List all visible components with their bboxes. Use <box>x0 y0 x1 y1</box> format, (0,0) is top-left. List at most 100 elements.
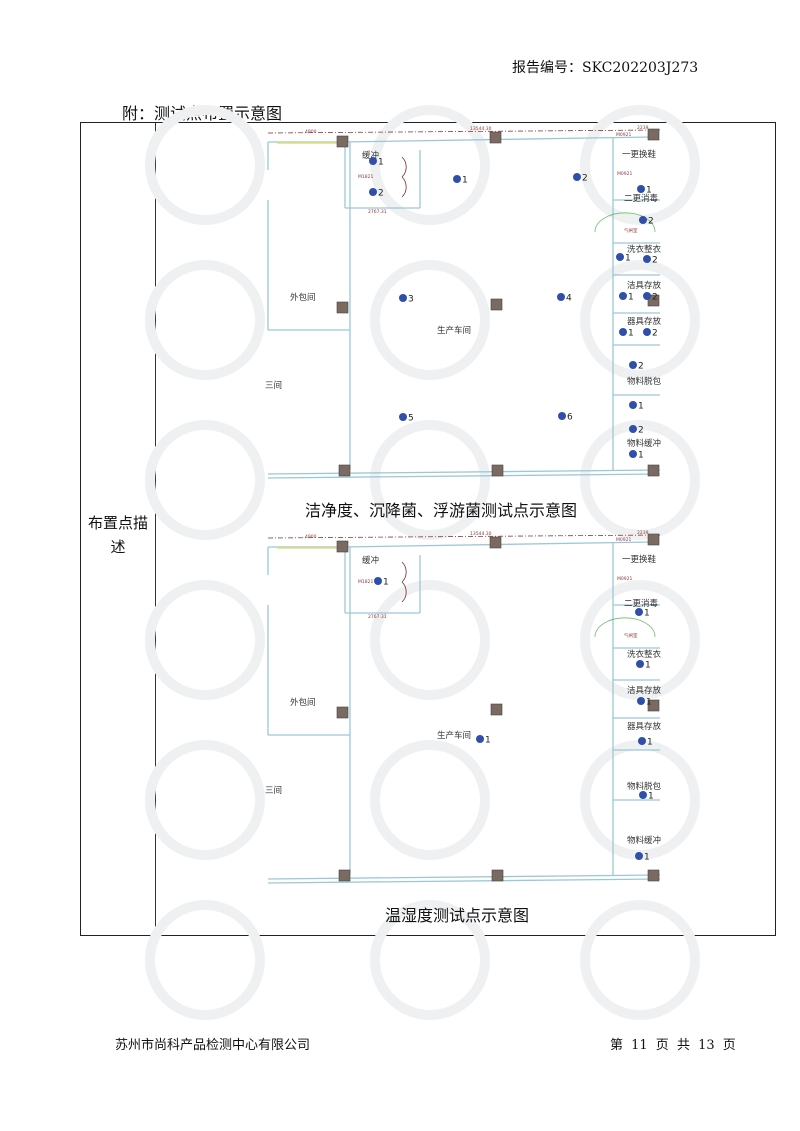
room-label: 生产车间 <box>437 730 471 741</box>
dimension-label: 2239 <box>637 125 649 131</box>
test-point-label: 1 <box>485 736 491 746</box>
test-point <box>637 185 645 193</box>
test-point <box>616 253 624 261</box>
room-label: 物料缓冲 <box>627 438 661 449</box>
dimension-label: M0921 <box>616 537 631 543</box>
room-label: 洁具存放 <box>627 685 662 696</box>
test-point-label: 1 <box>638 402 644 412</box>
dimension-label: 2767.31 <box>368 614 387 620</box>
watermark-logo <box>370 105 490 225</box>
room-label: 物料脱包 <box>627 376 662 387</box>
column <box>336 135 349 148</box>
footer-company: 苏州市尚科产品检测中心有限公司 <box>115 1038 311 1053</box>
test-point-label: 6 <box>567 413 573 423</box>
test-point-label: 2 <box>652 256 658 266</box>
room-label: 气闸室 <box>624 227 638 234</box>
test-point <box>636 660 644 668</box>
dimension-line <box>267 534 661 539</box>
column <box>489 131 502 144</box>
test-point <box>635 608 643 616</box>
watermark-logo <box>145 900 265 1020</box>
column <box>647 533 660 546</box>
column <box>336 301 349 314</box>
plan1: 缓冲一更换鞋二更消毒气闸室洗衣整衣洁具存放器具存放物料脱包物料缓冲外包间生产车间… <box>265 125 662 479</box>
room-label: 缓冲 <box>362 150 379 161</box>
room-label: 物料脱包 <box>627 781 662 792</box>
room-label: 三间 <box>265 786 282 796</box>
test-point-label: 1 <box>628 329 634 339</box>
test-point <box>629 425 637 433</box>
test-point <box>629 401 637 409</box>
column <box>490 298 503 311</box>
test-point-label: 2 <box>638 362 644 372</box>
dimension-label: M0921 <box>616 132 631 138</box>
test-point <box>629 450 637 458</box>
room-label: 一更换鞋 <box>622 149 657 160</box>
test-point-label: 2 <box>378 189 384 199</box>
test-point <box>453 175 461 183</box>
test-point-label: 1 <box>646 698 652 708</box>
dimension-label: M1821 <box>358 174 373 180</box>
watermark-logo <box>145 105 265 225</box>
column <box>338 869 351 882</box>
test-point <box>573 173 581 181</box>
column <box>336 706 349 719</box>
room-label: 生产车间 <box>437 325 471 336</box>
test-point-label: 2 <box>638 426 644 436</box>
test-point <box>643 255 651 263</box>
room-label: 物料缓冲 <box>627 835 661 846</box>
room-label: 缓冲 <box>362 555 379 566</box>
test-point <box>639 216 647 224</box>
test-point-label: 1 <box>648 792 654 802</box>
dimension-label: M0921 <box>617 171 632 177</box>
watermark-logo <box>370 420 490 540</box>
test-point-label: 2 <box>582 174 588 184</box>
test-point-label: 1 <box>644 853 650 863</box>
test-point <box>558 412 566 420</box>
dimension-label: M1821 <box>358 579 373 585</box>
test-point <box>399 413 407 421</box>
watermark-logo <box>370 900 490 1020</box>
airlock-door <box>594 617 656 638</box>
test-point-label: 2 <box>648 217 654 227</box>
test-point-label: 1 <box>638 451 644 461</box>
watermark-logo <box>580 260 700 380</box>
watermark-logo <box>145 260 265 380</box>
plan2-caption: 温湿度测试点示意图 <box>385 906 530 925</box>
report-number: 报告编号：SKC202203J273 <box>512 60 699 76</box>
test-point <box>399 294 407 302</box>
test-point <box>629 361 637 369</box>
watermark-logo <box>370 740 490 860</box>
dimension-label: M0921 <box>617 576 632 582</box>
room-label: 外包间 <box>290 292 316 303</box>
test-point-label: 1 <box>625 254 631 264</box>
column <box>489 536 502 549</box>
dimension-label: 2767.31 <box>368 209 387 215</box>
plan2: 缓冲一更换鞋二更消毒气闸室洗衣整衣洁具存放器具存放物料脱包物料缓冲外包间生产车间… <box>265 530 662 884</box>
room-label: 三间 <box>265 381 282 391</box>
watermark-logo <box>370 260 490 380</box>
table-divider <box>155 123 156 935</box>
layout-table: 布置点描述 <box>80 122 776 936</box>
column <box>647 869 660 882</box>
room-label: 器具存放 <box>627 316 662 327</box>
room-label: 一更换鞋 <box>622 554 657 565</box>
dimension-label: 13544.30 <box>470 531 492 537</box>
footer-page-number: 第 11 页 共 13 页 <box>610 1038 736 1053</box>
wall <box>267 874 661 880</box>
column <box>647 294 660 307</box>
test-point-label: 1 <box>383 578 389 588</box>
column <box>336 540 349 553</box>
room-label: 洗衣整衣 <box>627 649 662 660</box>
room-label: 二更消毒 <box>624 193 659 204</box>
watermark-logo <box>145 420 265 540</box>
test-point-label: 4 <box>566 294 572 304</box>
dimension-label: 4900 <box>305 534 317 540</box>
door-swing <box>401 561 407 603</box>
room-label: 洁具存放 <box>627 280 662 291</box>
test-point-label: 1 <box>628 293 634 303</box>
wall <box>267 473 661 479</box>
test-point-label: 1 <box>378 158 384 168</box>
test-point <box>619 328 627 336</box>
test-point <box>476 735 484 743</box>
